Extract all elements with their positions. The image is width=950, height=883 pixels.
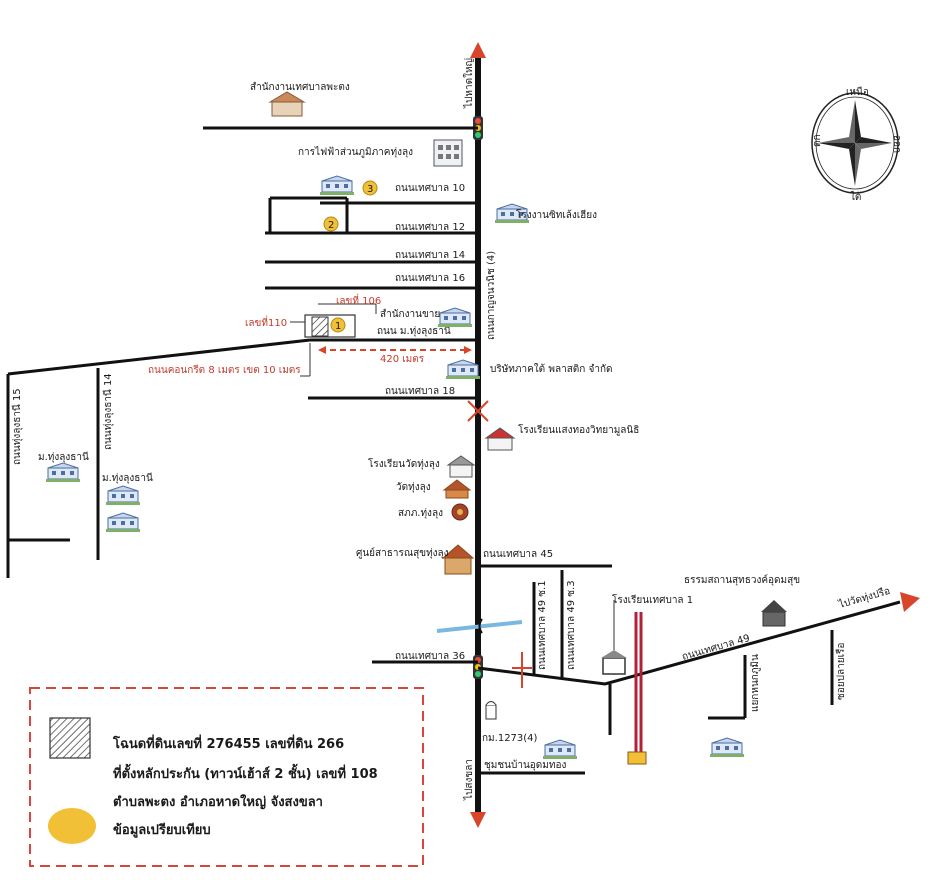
rail-station-icon	[627, 751, 647, 765]
road-label-r12: ถนนเทศบาล 12	[395, 222, 465, 233]
subject-property: 1 เลขที่ 106 เลขที่110 420 เมตร ถนนคอนกร…	[148, 293, 472, 377]
road-label-to-songkhla: ไปสงขลา	[463, 759, 475, 801]
place-plastic-company: บริษัทภาคใต้ พลาสติก จำกัด	[490, 363, 613, 375]
school-icon	[484, 427, 516, 451]
road-label-thungthani: ถนน ม.ทุ่งลุงธานี	[377, 325, 451, 337]
housing-icon	[319, 175, 355, 196]
road-label-khanunthong: แยกหนกภูมิน	[750, 654, 761, 712]
place-factory: โรงงานซิทเล้งเฮียง	[516, 208, 597, 221]
no-entry-icon	[512, 652, 532, 688]
electricity-building-icon	[433, 139, 463, 167]
village-icon	[45, 462, 81, 483]
legend-marker-swatch	[48, 808, 96, 844]
health-center-icon	[441, 544, 475, 575]
municipal-school-icon	[601, 600, 627, 675]
shrine-icon	[761, 600, 787, 627]
marker-1	[330, 317, 346, 333]
svg-text:3: 3	[367, 184, 373, 195]
village-icon	[105, 512, 141, 533]
east-roads	[372, 400, 920, 775]
place-saengthong-school: โรงเรียนแสงทองวิทยามูลนิธิ	[518, 423, 639, 436]
place-wat: วัดทุ่งลุง	[396, 482, 431, 493]
no-entry-icon	[467, 400, 489, 422]
road-label-r45: ถนนเทศบาล 45	[483, 549, 553, 560]
sales-office-icon	[437, 307, 473, 328]
marker-2: 2	[323, 216, 339, 232]
road-label-thungthani14: ถนนทุ่งลุงธานี 14	[102, 373, 114, 450]
marker-3: 3	[362, 180, 378, 196]
road-label-sakorn: ซอยปลายเรือ	[835, 643, 847, 700]
km-marker-icon	[485, 701, 497, 720]
road-label-r49-1: ถนนเทศบาล 49 ซ.1	[537, 580, 548, 670]
road-label-r14: ถนนเทศบาล 14	[395, 250, 465, 261]
bridge-icon	[478, 618, 483, 634]
legend-location: ที่ตั้งหลักประกัน (ทาวน์เฮ้าส์ 2 ชั้น) เ…	[113, 763, 378, 782]
svg-text:2: 2	[328, 220, 334, 231]
compass-south: ใต้	[850, 191, 861, 203]
village-icon	[105, 485, 141, 506]
place-electricity: การไฟฟ้าส่วนภูมิภาคทุ่งลุง	[298, 146, 413, 158]
compass-rose-icon	[811, 92, 899, 194]
road-label-r16: ถนนเทศบาล 16	[395, 273, 465, 284]
housing-icon	[709, 737, 745, 758]
distance-label: 420 เมตร	[380, 354, 425, 365]
lot-106-label: เลขที่ 106	[336, 293, 381, 307]
place-shrine: ธรรมสถานสุทธวงค์อุดมสุข	[684, 574, 800, 586]
legend-district: ตำบลพะตง อำเภอหาดใหญ่ จังสงขลา	[113, 793, 323, 810]
place-police: สภภ.ทุ่งลุง	[398, 508, 443, 519]
arrow-north-icon	[470, 42, 486, 58]
road-label-kanchanawanit: ถนนกาญจนวนิช (4)	[486, 251, 497, 340]
housing-icon	[542, 739, 578, 760]
road-label-thungthani15: ถนนทุ่งลุงธานี 15	[11, 388, 23, 465]
road-label-r10: ถนนเทศบาล 10	[395, 183, 465, 194]
arrow-east-icon	[900, 592, 920, 612]
place-wat-school: โรงเรียนวัดทุ่งลุง	[368, 457, 440, 470]
place-sales-office: สำนักงานขาย	[380, 309, 440, 320]
compass-north: เหนือ	[846, 86, 869, 98]
svg-text:1: 1	[335, 321, 341, 332]
legend-deed: โฉนดที่ดินเลขที่ 276455 เลขที่ดิน 266	[112, 734, 344, 752]
place-village-b: ม.ทุ่งลุงธานี	[102, 472, 153, 484]
school-icon	[446, 455, 476, 478]
temple-icon	[442, 479, 472, 499]
company-icon	[445, 359, 481, 380]
road-label-r18: ถนนเทศบาล 18	[385, 386, 455, 397]
legend-comparable: ข้อมูลเปรียบเทียบ	[113, 822, 211, 838]
municipal-office-icon	[268, 91, 306, 117]
road-label-r36: ถนนเทศบาล 36	[395, 651, 465, 662]
place-municipal-school: โรงเรียนเทศบาล 1	[612, 593, 693, 606]
legend-hatch-swatch	[49, 717, 91, 759]
place-community: ชุมชนบ้านอุดมทอง	[484, 759, 566, 771]
place-municipal-office: สำนักงานเทศบาลพะตง	[250, 82, 350, 93]
place-village-a: ม.ทุ่งลุงธานี	[38, 451, 89, 463]
compass-east: ออก	[891, 135, 902, 153]
legend: โฉนดที่ดินเลขที่ 276455 เลขที่ดิน 266 ที…	[29, 687, 424, 867]
lot-110-label: เลขที่110	[245, 315, 287, 329]
road-label-to-hatyai: ไปหาดใหญ่	[463, 58, 475, 109]
arrow-south-icon	[470, 812, 486, 828]
police-icon	[451, 503, 469, 521]
compass-west: ตก	[812, 134, 823, 147]
concrete-road-label: ถนนคอนกรีต 8 เมตร เขต 10 เมตร	[148, 364, 301, 376]
road-label-r49: ถนนเทศบาล 49	[681, 633, 751, 663]
side-roads	[6, 126, 478, 578]
place-health-center: ศูนย์สาธารณสุขทุ่งลุง	[356, 547, 449, 559]
road-label-r49-3: ถนนเทศบาล 49 ซ.3	[566, 580, 577, 670]
place-km-marker: กม.1273(4)	[482, 733, 538, 744]
